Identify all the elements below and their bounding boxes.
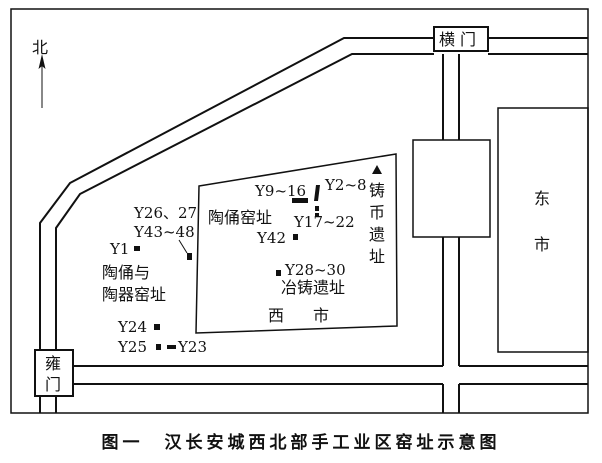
- west-market-char-2: 市: [313, 306, 329, 325]
- kiln-marker-y28-30: [276, 270, 281, 276]
- label-y17-22: Y17~22: [293, 213, 355, 231]
- kiln-marker-y24: [154, 324, 160, 330]
- kiln-marker-y42: [293, 234, 298, 240]
- coin-foundry-char-4: 址: [369, 247, 385, 266]
- kiln-marker-y23: [167, 345, 176, 349]
- figurine-kiln-label: 陶俑窑址: [208, 208, 272, 227]
- kiln-marker-y17-22-a: [315, 206, 319, 211]
- west-market-block: [195, 153, 398, 334]
- hengmen-char-1: 横: [439, 30, 455, 49]
- hengmen-char-2: 门: [460, 30, 476, 49]
- city-roads: [39, 37, 588, 413]
- coin-foundry-marker-icon: [372, 165, 382, 174]
- east-market-char-1: 东: [534, 189, 550, 208]
- label-y2-8: Y2~8: [324, 176, 367, 194]
- label-y24: Y24: [117, 318, 147, 336]
- east-market-block: [497, 107, 589, 353]
- coin-foundry-char-1: 铸: [369, 181, 385, 200]
- label-y26-27: Y26、27: [133, 204, 197, 222]
- yongmen-char-2: 门: [45, 375, 61, 394]
- yongmen-char-1: 雍: [45, 354, 61, 373]
- label-y23: Y23: [177, 338, 207, 356]
- smelting-site-label: 冶铸遗址: [281, 278, 345, 297]
- coin-foundry-char-3: 遗: [369, 225, 385, 244]
- kiln-marker-y2-8: [314, 185, 320, 201]
- north-label: 北: [32, 38, 48, 57]
- kiln-marker-y9-16: [292, 198, 308, 203]
- label-y43-48: Y43~48: [133, 223, 195, 241]
- leader-line-y43-48: [178, 239, 188, 254]
- figure-caption: 图一 汉长安城西北部手工业区窑址示意图: [101, 433, 501, 453]
- kiln-marker-y25: [156, 344, 161, 350]
- kiln-marker-y1: [134, 246, 140, 251]
- west-market-char-1: 西: [268, 306, 284, 325]
- pottery-kilns-label-1: 陶俑与: [102, 263, 150, 282]
- label-y1: Y1: [109, 240, 129, 258]
- gate-platform: [412, 139, 491, 238]
- kiln-marker-y43-48: [187, 253, 192, 260]
- label-y25: Y25: [117, 338, 147, 356]
- label-y42: Y42: [256, 229, 286, 247]
- label-y9-16: Y9~16: [254, 182, 306, 200]
- kiln-markers: [134, 185, 320, 350]
- pottery-kilns-label-2: 陶器窑址: [102, 285, 166, 304]
- east-market-char-2: 市: [534, 235, 550, 254]
- kiln-marker-y17-22-b: [315, 213, 319, 217]
- hengmen-gate: [433, 26, 489, 52]
- north-arrow-icon: [38, 54, 46, 108]
- label-y28-30: Y28~30: [284, 261, 346, 279]
- yongmen-gate: [34, 349, 74, 397]
- coin-foundry-char-2: 币: [369, 203, 385, 222]
